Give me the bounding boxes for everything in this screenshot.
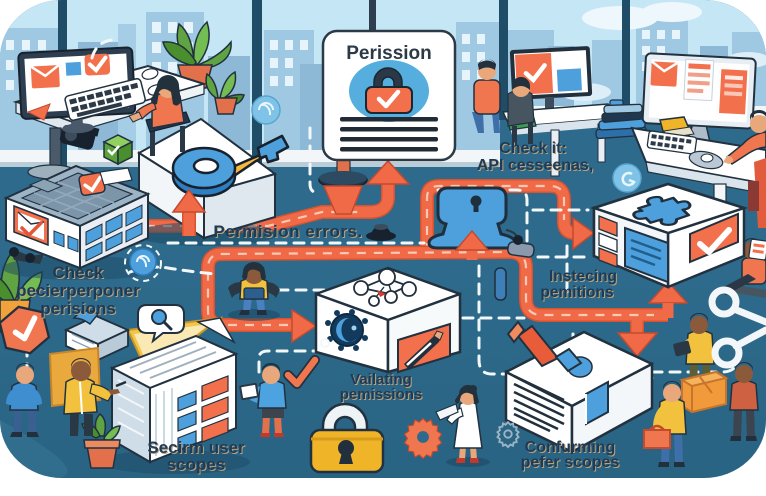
svg-text:Vailating: Vailating bbox=[350, 371, 412, 388]
svg-text:Check it:: Check it: bbox=[499, 140, 567, 157]
svg-text:Secirm user: Secirm user bbox=[147, 438, 245, 457]
svg-text:Instecing: Instecing bbox=[549, 268, 617, 285]
svg-text:Confurming: Confurming bbox=[526, 440, 617, 457]
svg-text:perisions: perisions bbox=[40, 299, 116, 318]
svg-text:scopes: scopes bbox=[167, 455, 226, 474]
svg-text:Confurming: Confurming bbox=[525, 439, 616, 456]
svg-text:API cesseenas,: API cesseenas, bbox=[477, 157, 594, 174]
svg-text:Check: Check bbox=[52, 263, 104, 282]
svg-text:perisions: perisions bbox=[41, 300, 117, 319]
svg-text:Permision errors.: Permision errors. bbox=[214, 223, 363, 242]
svg-text:pecierperponer: pecierperponer bbox=[17, 282, 141, 301]
svg-text:Perission: Perission bbox=[346, 43, 432, 64]
svg-text:pefer scopes: pefer scopes bbox=[521, 454, 620, 471]
svg-text:Vailating: Vailating bbox=[351, 372, 413, 389]
svg-text:Instecing: Instecing bbox=[550, 269, 618, 286]
svg-text:scopes: scopes bbox=[168, 456, 227, 475]
svg-text:Permision errors.: Permision errors. bbox=[213, 222, 362, 241]
svg-text:Check: Check bbox=[53, 264, 105, 283]
svg-text:pemitions: pemitions bbox=[541, 285, 614, 302]
svg-text:Check it:: Check it: bbox=[500, 141, 568, 158]
svg-text:pefer scopes: pefer scopes bbox=[522, 455, 621, 472]
svg-text:API cesseenas,: API cesseenas, bbox=[478, 158, 595, 175]
svg-text:pecierperponer: pecierperponer bbox=[16, 281, 140, 300]
svg-text:Secirm user: Secirm user bbox=[148, 439, 246, 458]
svg-text:pemissions: pemissions bbox=[340, 386, 423, 403]
svg-text:pemitions: pemitions bbox=[540, 284, 613, 301]
svg-text:pemissions: pemissions bbox=[341, 387, 424, 404]
